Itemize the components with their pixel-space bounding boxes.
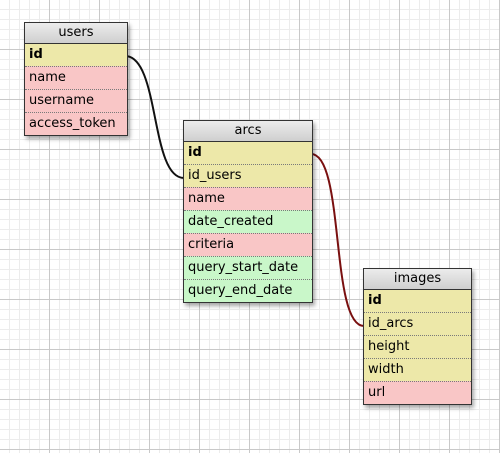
arcs-field-query-end-date[interactable]: query_end_date — [184, 279, 312, 302]
link-arcs-id-to-images-id-arcs — [310, 153, 365, 327]
users-field-name[interactable]: name — [25, 66, 127, 89]
link-users-id-to-arcs-id-users — [124, 55, 185, 179]
arcs-field-id[interactable]: id — [184, 142, 312, 164]
arcs-field-name[interactable]: name — [184, 187, 312, 210]
table-arcs[interactable]: arcs id id_users name date_created crite… — [183, 120, 313, 303]
arcs-field-id-users[interactable]: id_users — [184, 164, 312, 187]
table-images-title: images — [364, 269, 471, 290]
table-arcs-title: arcs — [184, 121, 312, 142]
table-users-title: users — [25, 23, 127, 44]
arcs-field-query-start-date[interactable]: query_start_date — [184, 256, 312, 279]
arcs-field-criteria[interactable]: criteria — [184, 233, 312, 256]
table-users[interactable]: users id name username access_token — [24, 22, 128, 136]
users-field-id[interactable]: id — [25, 44, 127, 66]
users-field-username[interactable]: username — [25, 89, 127, 112]
table-images[interactable]: images id id_arcs height width url — [363, 268, 472, 405]
images-field-id[interactable]: id — [364, 290, 471, 312]
images-field-url[interactable]: url — [364, 381, 471, 404]
images-field-width[interactable]: width — [364, 358, 471, 381]
images-field-id-arcs[interactable]: id_arcs — [364, 312, 471, 335]
users-field-access-token[interactable]: access_token — [25, 112, 127, 135]
images-field-height[interactable]: height — [364, 335, 471, 358]
arcs-field-date-created[interactable]: date_created — [184, 210, 312, 233]
